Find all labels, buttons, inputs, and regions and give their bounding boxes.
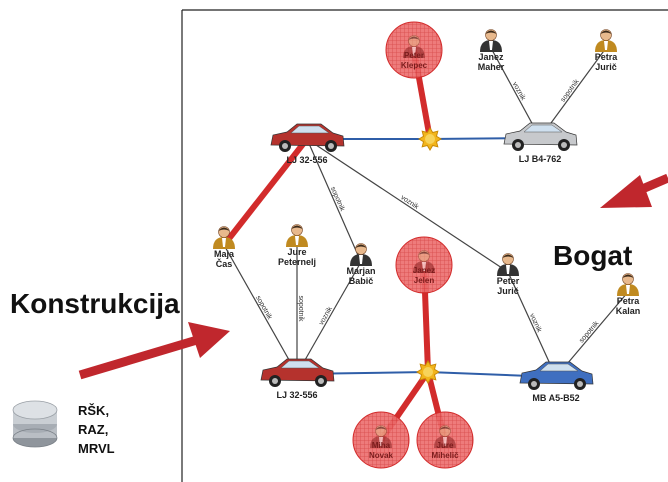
car-icon <box>270 123 345 152</box>
person-icon <box>497 253 519 276</box>
edge-line <box>221 137 310 247</box>
person-label: Jure <box>437 441 454 450</box>
database-label-2: RAZ, <box>78 422 108 437</box>
person-label: Petra <box>595 52 619 62</box>
cars-layer: LJ 32-556 LJ B4-762 LJ 32-556 MB A5-B52 <box>260 122 594 403</box>
database-icon <box>12 400 58 448</box>
heading-left: Konstrukcija <box>10 288 180 319</box>
edge-line <box>223 244 298 375</box>
edge-line <box>306 138 362 263</box>
car-icon <box>503 122 578 151</box>
accident-star-icon <box>418 127 442 151</box>
car-label: LJ B4-762 <box>519 154 562 164</box>
person-label: Jurič <box>497 286 519 296</box>
person-label: Peter <box>497 276 520 286</box>
car-label: MB A5-B52 <box>532 393 579 403</box>
person-label: Mihelič <box>431 451 459 460</box>
person-icon <box>595 29 617 52</box>
person-label: Petra <box>617 296 641 306</box>
person-icon <box>617 273 639 296</box>
edge-line <box>296 261 362 375</box>
left-arrow <box>78 322 230 380</box>
person-icon <box>434 425 456 448</box>
person-icon <box>213 226 235 249</box>
person-icon <box>413 250 435 273</box>
hubs-layer <box>416 127 442 384</box>
person-label: Novak <box>369 451 394 460</box>
person-label: Maher <box>478 62 505 72</box>
person-label: Janez <box>478 52 504 62</box>
person-icon <box>480 29 502 52</box>
person-label: Čas <box>216 258 233 269</box>
car-icon <box>519 361 594 390</box>
person-icon <box>350 243 372 266</box>
person-label: Peter <box>404 51 424 60</box>
database-label-1: RŠK, <box>78 403 109 418</box>
edge-label: sopotnik <box>254 295 273 322</box>
person-label: Marjan <box>346 266 375 276</box>
person-label: Peternelj <box>278 257 316 267</box>
accident-star-icon <box>416 360 440 384</box>
person-icon <box>286 224 308 247</box>
edge-label: sopotnik <box>560 78 581 104</box>
car-label: LJ 32-556 <box>286 155 327 165</box>
person-label: Klepec <box>401 61 428 70</box>
edge-label: voznik <box>528 313 543 334</box>
people-layer: JanezMaherPetraJuričPeterKlepecMajaČasJu… <box>213 21 641 469</box>
person-label: Jelen <box>414 276 435 285</box>
edge-line <box>306 138 509 273</box>
person-icon <box>403 35 425 58</box>
person-label: Jurič <box>595 62 617 72</box>
person-label: Babič <box>349 276 374 286</box>
person-label: Miha <box>372 441 391 450</box>
right-arrow <box>600 173 668 208</box>
heading-right: Bogat <box>553 240 632 271</box>
edge-label: sopotnik <box>578 320 601 345</box>
person-label: Jure <box>287 247 306 257</box>
person-label: Maja <box>214 249 235 259</box>
person-icon <box>370 425 392 448</box>
edge-line <box>507 271 557 378</box>
car-icon <box>260 358 335 387</box>
car-label: LJ 32-556 <box>276 390 317 400</box>
person-label: Kalan <box>616 306 641 316</box>
database-label-3: MRVL <box>78 441 115 456</box>
person-label: Janez <box>413 266 435 275</box>
edge-label: sopotnik <box>297 295 304 322</box>
